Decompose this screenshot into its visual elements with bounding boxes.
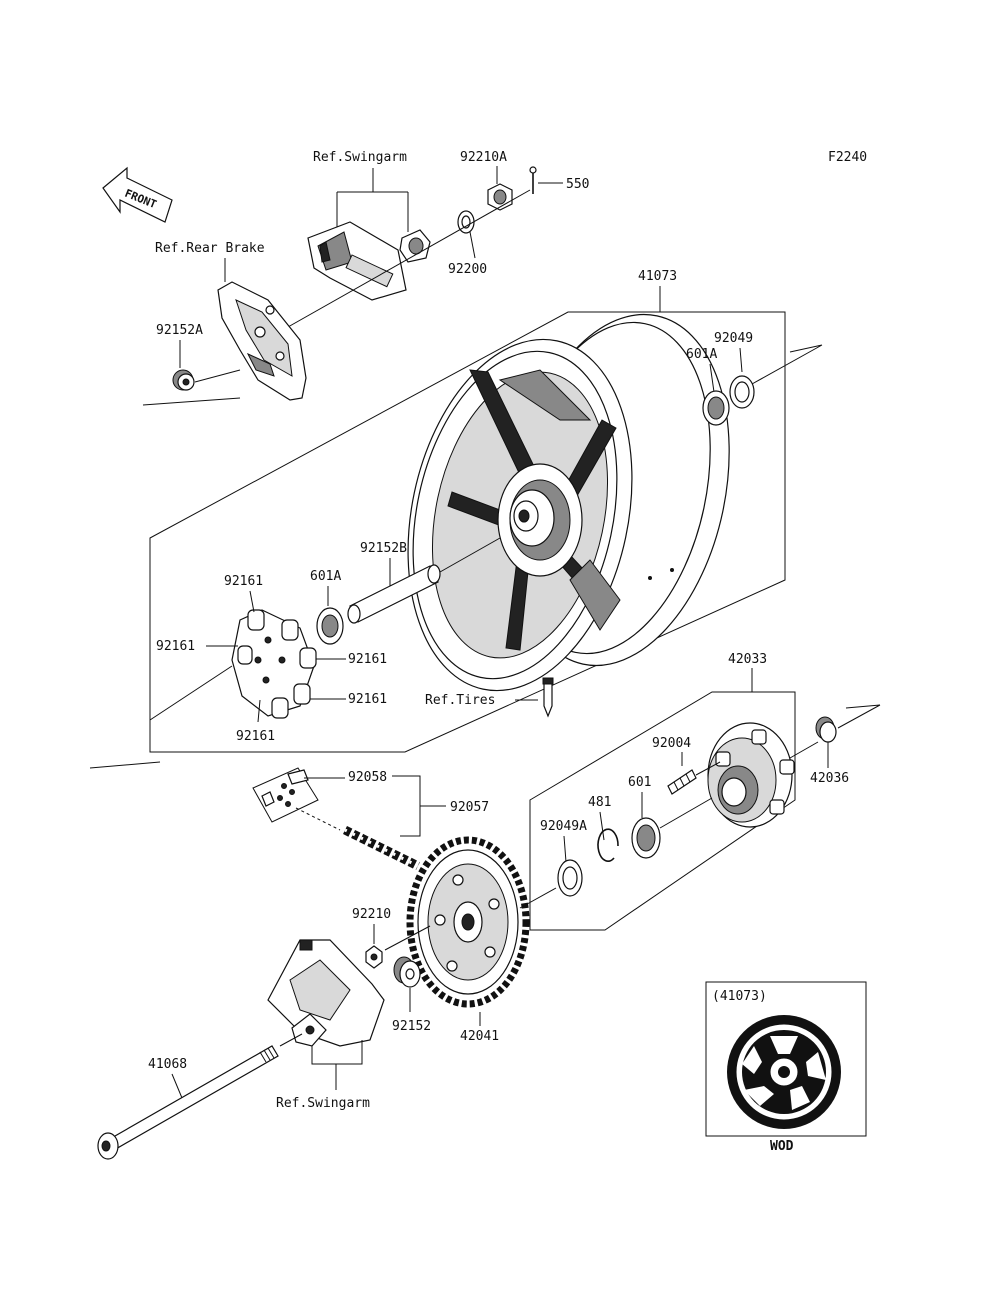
label-92161-a: 92161 — [224, 574, 263, 589]
nut-92210A — [487, 183, 513, 211]
rear-brake-caliper-bracket — [217, 281, 307, 401]
collar-92152 — [393, 956, 421, 988]
swingarm-bracket-bottom — [267, 939, 385, 1047]
seal-92049 — [729, 375, 755, 409]
rear-axle-41068 — [97, 1045, 279, 1160]
swingarm-bracket-top — [307, 221, 407, 301]
drive-chain-92057 — [295, 807, 420, 871]
bearing-601A-right — [702, 390, 730, 426]
label-601A-left: 601A — [310, 569, 341, 584]
rear-sprocket-42041 — [406, 836, 530, 1008]
circlip-481 — [597, 828, 619, 862]
label-41068: 41068 — [148, 1057, 187, 1072]
inset-wod: (41073) WOD — [705, 981, 867, 1154]
bearing-601A-left — [316, 607, 344, 645]
label-92049A: 92049A — [540, 819, 587, 834]
label-92210: 92210 — [352, 907, 391, 922]
seal-92049A — [557, 859, 583, 897]
label-92161-d: 92161 — [348, 692, 387, 707]
washer-92200 — [457, 210, 475, 234]
label-42036: 42036 — [810, 771, 849, 786]
stud-92004 — [667, 769, 697, 795]
nut-adjuster — [399, 229, 431, 263]
label-ref-rear-brake: Ref.Rear Brake — [155, 241, 265, 256]
label-92200: 92200 — [448, 262, 487, 277]
collar-92152B — [347, 564, 441, 624]
label-92049: 92049 — [714, 331, 753, 346]
rear-wheel-41073 — [407, 313, 730, 692]
label-601A-right: 601A — [686, 347, 717, 362]
label-92152: 92152 — [392, 1019, 431, 1034]
label-41073: 41073 — [638, 269, 677, 284]
collar-92152A — [172, 369, 195, 391]
label-481: 481 — [588, 795, 611, 810]
chain-joint-92058 — [252, 767, 319, 823]
label-92161-e: 92161 — [236, 729, 275, 744]
label-ref-swingarm-bottom: Ref.Swingarm — [276, 1096, 370, 1111]
diagram-code: F2240 — [828, 150, 867, 165]
label-92057: 92057 — [450, 800, 489, 815]
label-42033: 42033 — [728, 652, 767, 667]
label-92058: 92058 — [348, 770, 387, 785]
nut-92210 — [365, 945, 383, 969]
label-550: 550 — [566, 177, 589, 192]
front-arrow-icon: FRONT — [102, 166, 173, 223]
inset-title: (41073) — [712, 989, 767, 1004]
label-92004: 92004 — [652, 736, 691, 751]
damper-hub-92161 — [231, 609, 317, 719]
bearing-601 — [631, 817, 661, 859]
cotter-pin-550 — [529, 166, 537, 194]
tire-valve-icon — [542, 677, 554, 718]
label-92161-c: 92161 — [348, 652, 387, 667]
label-601: 601 — [628, 775, 651, 790]
label-92152A: 92152A — [156, 323, 203, 338]
label-42041: 42041 — [460, 1029, 499, 1044]
collar-42036 — [815, 716, 837, 743]
label-ref-tires: Ref.Tires — [425, 693, 495, 708]
label-ref-swingarm-top: Ref.Swingarm — [313, 150, 407, 165]
inset-caption: WOD — [770, 1139, 794, 1154]
label-92161-b: 92161 — [156, 639, 195, 654]
sprocket-hub-42033 — [707, 722, 795, 828]
label-92210A: 92210A — [460, 150, 507, 165]
wheel-front-view-icon — [727, 1015, 841, 1129]
label-92152B: 92152B — [360, 541, 407, 556]
